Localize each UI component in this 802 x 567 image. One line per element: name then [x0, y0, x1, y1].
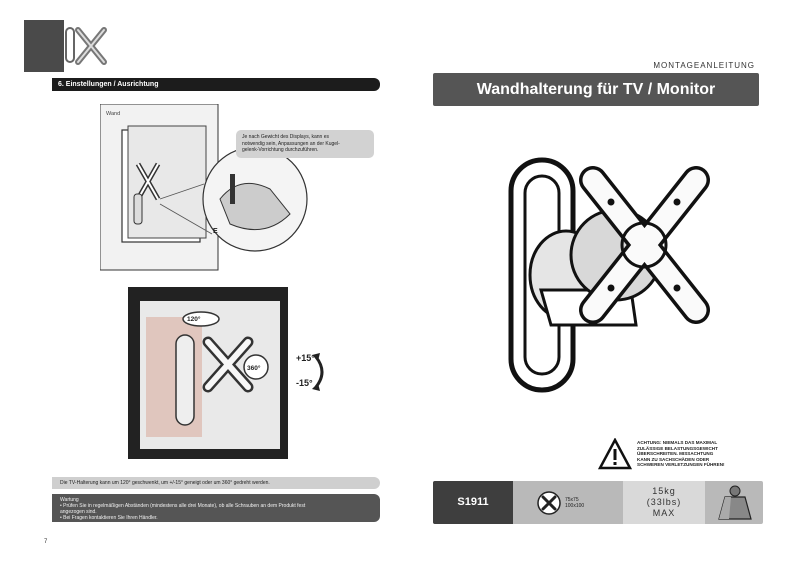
maintenance-box: Wartung • Prüfen Sie in regelmäßigen Abs… [52, 494, 380, 522]
spec-bar: S1911 75x75 100x100 15kg (33lbs) MAX [433, 481, 763, 524]
right-page: MONTAGEANLEITUNG Wandhalterung für TV / … [401, 0, 802, 567]
vesa-line: 100x100 [565, 503, 585, 509]
warning-line: KANN ZU SACHSCHÄDEN ODER [637, 456, 710, 462]
warning-line: ÜBERSCHREITEN. MISSACHTUNG [637, 451, 714, 457]
weight-icon [718, 485, 752, 520]
wall-mount-product-image [508, 157, 710, 393]
vesa-line: 75x75 [565, 497, 579, 503]
vesa-pattern: 75x75 100x100 [565, 497, 584, 509]
warning-line: ACHTUNG: NIEMALS DAS MAXIMAL [637, 440, 718, 445]
swivel-angle-label: 120° [187, 316, 201, 323]
warning-line: SCHWEREN VERLETZUNGEN FÜHREN! [637, 462, 725, 468]
corner-tab [24, 20, 64, 72]
adjustment-info: Die TV-Halterung kann um 120° geschwenkt… [52, 477, 380, 489]
warning-icon [598, 438, 632, 470]
maintenance-line: • Prüfen Sie in regelmäßigen Abständen (… [60, 503, 306, 509]
callout-line: gelenk-Vorrichtung durchzuführen. [242, 147, 319, 153]
warning-line: ZULÄSSIGE BELASTUNGSGEWICHT [637, 445, 718, 451]
page-number: 7 [44, 539, 48, 545]
warning-text: ACHTUNG: NIEMALS DAS MAXIMAL ZULÄSSIGE B… [637, 440, 767, 468]
load-line: MAX [652, 508, 676, 518]
tilt-up-label: +15° [296, 353, 315, 363]
vesa-icon [537, 491, 561, 515]
wall-label: Wand [106, 111, 121, 117]
maintenance-heading: Wartung [60, 497, 79, 503]
bracket-logo-icon [65, 27, 107, 65]
maintenance-line: angezogen sind. [60, 509, 97, 515]
ball-joint-callout: Je nach Gewicht des Displays, kann es no… [236, 130, 374, 158]
wall-mount-adjustment-diagram [100, 104, 308, 271]
manual-header: MONTAGEANLEITUNG [653, 61, 755, 70]
tilt-down-label: -15° [296, 378, 313, 388]
left-page: 6. Einstellungen / Ausrichtung Wand E Je… [24, 20, 380, 545]
section-title: 6. Einstellungen / Ausrichtung [52, 78, 380, 91]
page-title: Wandhalterung für TV / Monitor [433, 73, 759, 106]
load-line: 15kg [652, 486, 676, 496]
swivel-tilt-rotate-diagram [128, 287, 324, 459]
max-load: 15kg (33lbs) MAX [623, 481, 705, 524]
maintenance-line: • Bei Fragen kontaktieren Sie Ihren Händ… [60, 515, 158, 521]
model-number: S1911 [433, 481, 513, 524]
callout-line: notwendig sein, Anpassungen an der Kugel… [242, 140, 340, 147]
rotate-angle-label: 360° [247, 365, 261, 372]
label-e: E [213, 228, 218, 235]
callout-line: Je nach Gewicht des Displays, kann es [242, 134, 329, 140]
load-line: (33lbs) [646, 497, 682, 507]
